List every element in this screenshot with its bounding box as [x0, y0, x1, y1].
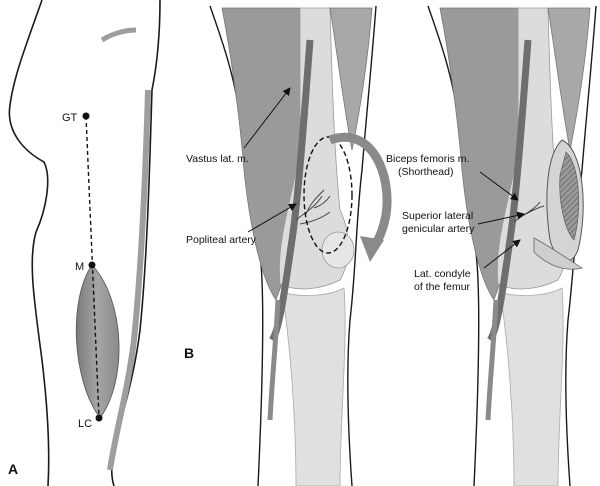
- pointer-popliteal: [247, 203, 297, 233]
- label-gt: GT: [62, 112, 78, 124]
- hip-band: [100, 27, 137, 43]
- panel-b-right-knee: [427, 5, 597, 486]
- pointer-biceps: [479, 171, 519, 201]
- tibia2-bone: [499, 287, 564, 486]
- label-superior-1: Superior lateral: [402, 210, 473, 222]
- popliteal-artery: [268, 39, 314, 343]
- label-condyle-1: Lat. condyle: [414, 268, 471, 280]
- panel-a-leg: [8, 0, 161, 486]
- tibia-bone: [281, 287, 346, 486]
- panel-b-label: B: [184, 345, 194, 361]
- lateral2-muscle: [547, 7, 591, 151]
- genicular-branches: [295, 189, 331, 225]
- pointer-condyle: [483, 239, 521, 269]
- dashed-region: [303, 136, 353, 254]
- label-popliteal: Popliteal artery: [186, 234, 257, 246]
- label-lc: LC: [78, 418, 92, 430]
- lower2-band: [485, 299, 499, 421]
- panel-b-left-knee: [209, 5, 392, 486]
- reference-line: [85, 115, 100, 419]
- label-m: M: [75, 261, 84, 273]
- label-superior-2: genicular artery: [402, 223, 475, 235]
- label-condyle-2: of the femur: [414, 281, 471, 293]
- flap-hatched-core: [559, 151, 579, 241]
- rotation-arrowhead: [360, 236, 384, 262]
- popliteal2-artery: [486, 39, 532, 343]
- point-gt: [82, 112, 90, 120]
- condyle-shape: [321, 231, 355, 269]
- point-lc: [95, 414, 103, 422]
- knee-outline-right: [347, 5, 377, 486]
- thigh-back-outline: [8, 0, 50, 486]
- flap-tail: [533, 237, 584, 270]
- pointer-superior: [477, 211, 525, 225]
- lateral-muscle: [329, 7, 373, 151]
- pointer-lines: [243, 87, 525, 269]
- pointer-vastus: [243, 87, 291, 149]
- thigh-front-band: [107, 89, 151, 471]
- panel-a-label: A: [8, 461, 18, 477]
- spindle-muscle: [75, 264, 120, 419]
- label-vastus: Vastus lat. m.: [186, 153, 249, 165]
- lower-band: [267, 299, 281, 421]
- label-biceps-1: Biceps femoris m.: [386, 153, 469, 165]
- point-m: [88, 261, 96, 269]
- label-biceps-2: (Shorthead): [398, 166, 453, 178]
